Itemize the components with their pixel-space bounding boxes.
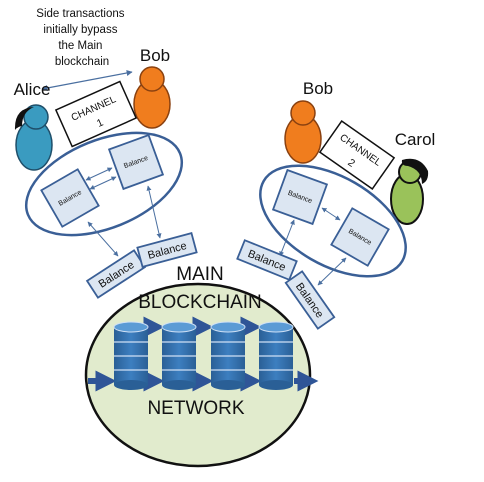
- double-arrow-icon: [317, 257, 347, 286]
- double-arrow-icon: [279, 219, 295, 257]
- balance-box: Balance: [271, 168, 329, 226]
- double-arrow-icon: [89, 176, 117, 190]
- balance-box: Balance: [107, 133, 165, 191]
- main-balance-tag: Balance: [136, 231, 198, 269]
- alice-person-icon: [14, 104, 53, 171]
- note-line-4: blockchain: [55, 56, 109, 68]
- note-line-2: initially bypass: [43, 24, 117, 36]
- double-arrow-icon: [85, 167, 113, 181]
- database-icon: [113, 321, 149, 390]
- channel-1-card: CHANNEL 1: [54, 80, 138, 148]
- balance-box: Balance: [330, 207, 390, 267]
- main-balance-tag: Balance: [236, 239, 298, 281]
- bob-left-person-icon: [133, 66, 171, 129]
- database-icon: [258, 321, 294, 390]
- double-arrow-icon: [41, 70, 133, 91]
- carol-name: Carol: [395, 130, 436, 149]
- bob-left-name: Bob: [140, 46, 170, 65]
- channel-1-boundary: [24, 131, 184, 237]
- bob-right-name: Bob: [303, 79, 333, 98]
- carol-person-icon: [390, 158, 429, 225]
- channel-1-number: 1: [95, 116, 105, 129]
- database-icon: [161, 321, 197, 390]
- channel-2-boundary: [259, 164, 407, 278]
- double-arrow-icon: [87, 221, 119, 257]
- main-balance-tag: Balance: [85, 249, 147, 299]
- double-arrow-icon: [146, 185, 162, 239]
- bob-right-person-icon: [284, 100, 322, 164]
- main-title-line-1: MAIN: [176, 264, 224, 285]
- channel-2-card: CHANNEL 2: [318, 120, 396, 190]
- double-arrow-icon: [321, 207, 341, 221]
- channel-2-number: 2: [345, 157, 357, 170]
- network-label: NETWORK: [147, 398, 244, 419]
- balance-box: Balance: [40, 168, 100, 228]
- main-balance-tag: Balance: [284, 270, 336, 330]
- chain-arrows: [88, 316, 319, 392]
- note-line-3: the Main: [58, 40, 102, 52]
- alice-name: Alice: [14, 80, 51, 99]
- main-title-line-2: BLOCKCHAIN: [138, 292, 262, 313]
- note-line-1: Side transactions: [36, 8, 124, 20]
- note-text: Side transactions initially bypass the M…: [36, 8, 127, 68]
- database-icon: [210, 321, 246, 390]
